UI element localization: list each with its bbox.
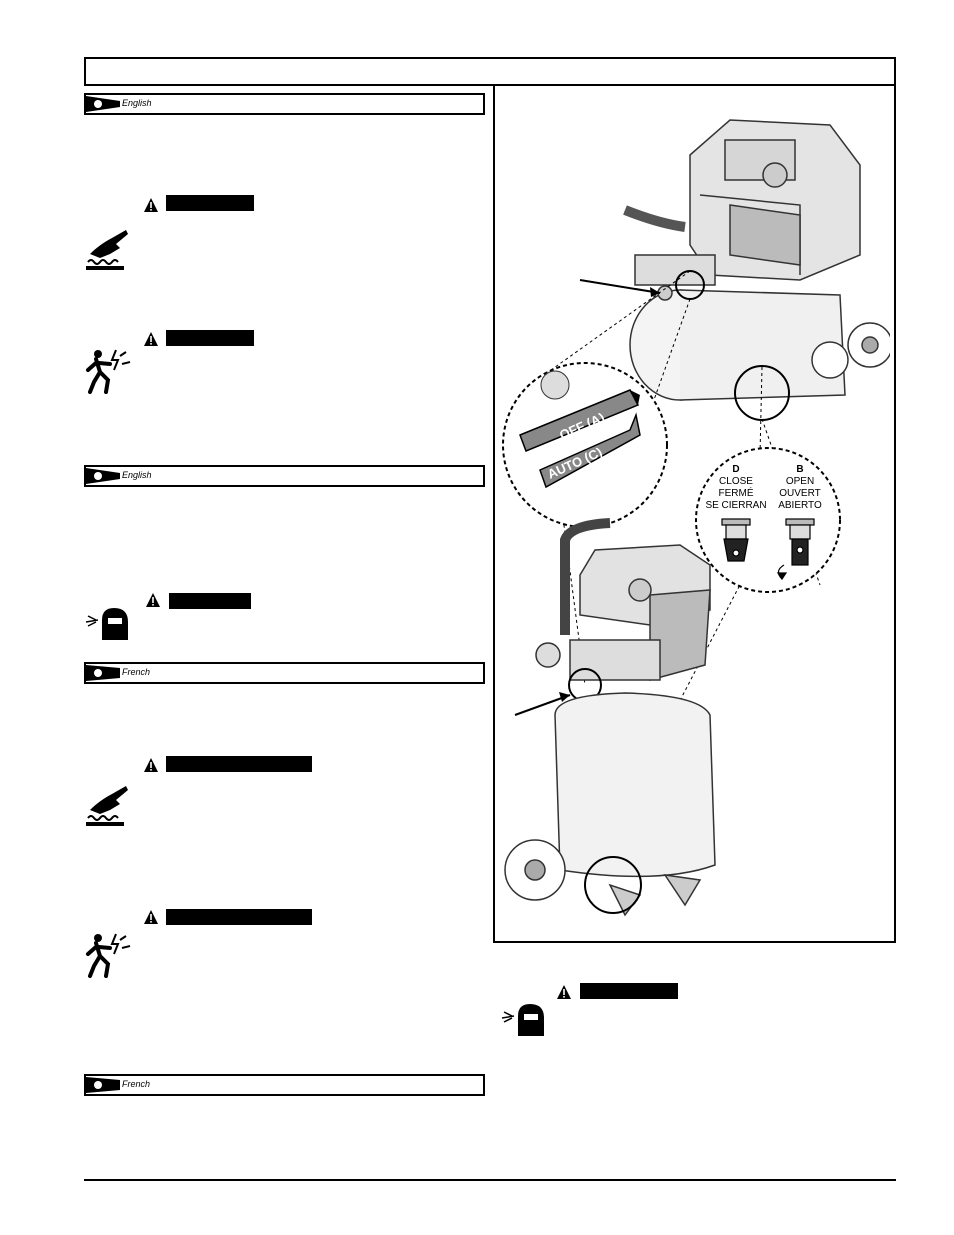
valve-open-label-fr: OUVERT [779, 488, 821, 499]
warning-triangle-icon [144, 758, 158, 772]
compressor-illustration: OFF (A) AUTO (C) D CLOSE FERMÉ SE CIERRA… [502, 119, 890, 917]
horizontal-compressor [623, 119, 890, 421]
language-label: English [122, 470, 152, 480]
language-label: French [122, 1079, 151, 1089]
figure-bottom-border [493, 941, 896, 943]
signal-word-bar [166, 330, 254, 346]
warning-triangle-icon [144, 332, 158, 346]
footer-rule [84, 1179, 896, 1181]
language-tab-icon [86, 1077, 120, 1093]
vertical-compressor [504, 518, 716, 917]
language-tab-icon [86, 665, 120, 681]
valve-close-label-fr: FERMÉ [719, 486, 754, 499]
language-bar-english: English [84, 93, 485, 115]
language-bar-french: French [84, 662, 485, 684]
figure-right-border [894, 86, 896, 943]
valve-open-label: OPEN [786, 476, 814, 487]
hot-surface-icon [86, 230, 128, 270]
language-tab-icon [86, 468, 120, 484]
signal-word-bar [166, 195, 254, 211]
eye-protection-icon [501, 1004, 544, 1036]
language-label: French [122, 667, 151, 677]
valve-open-label-es: ABIERTO [778, 500, 822, 511]
warning-triangle-icon [557, 985, 571, 999]
signal-word-bar [166, 756, 312, 772]
signal-word-bar [169, 593, 251, 609]
electric-shock-icon [86, 349, 131, 394]
eye-protection-icon [85, 608, 128, 640]
hot-surface-icon [86, 786, 128, 826]
language-bar-english: English [84, 465, 485, 487]
header-box [84, 57, 896, 86]
warning-triangle-icon [144, 910, 158, 924]
language-tab-icon [86, 96, 120, 112]
valve-close-label: CLOSE [719, 476, 753, 487]
warning-triangle-icon [144, 198, 158, 212]
valve-close-label-es: SE CIERRAN [705, 500, 766, 511]
signal-word-bar [580, 983, 678, 999]
valve-open-letter: B [796, 464, 803, 475]
electric-shock-icon [86, 933, 131, 978]
switch-detail: OFF (A) AUTO (C) [519, 370, 641, 489]
language-label: English [122, 98, 152, 108]
pointer-line [579, 279, 661, 294]
column-divider [493, 86, 495, 943]
pointer-line [514, 694, 571, 716]
valve-close-letter: D [732, 464, 739, 475]
warning-triangle-icon [146, 593, 160, 607]
language-bar-french: French [84, 1074, 485, 1096]
valve-detail [721, 518, 815, 581]
signal-word-bar [166, 909, 312, 925]
